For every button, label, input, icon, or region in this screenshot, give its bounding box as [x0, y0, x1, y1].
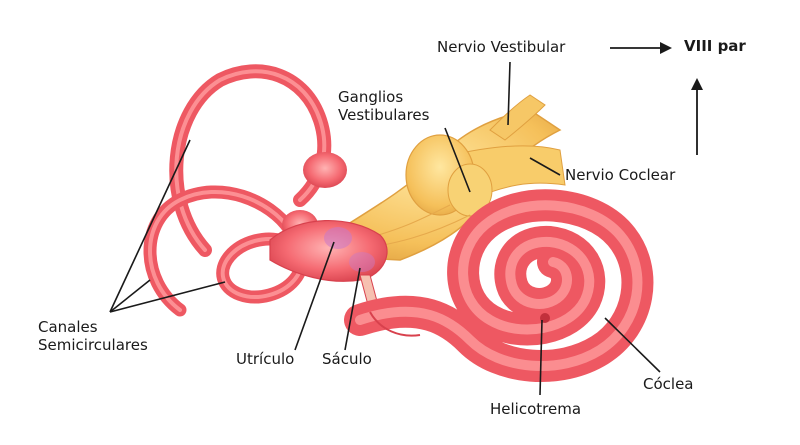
arrow-head-right-icon: [660, 42, 672, 54]
label-canales-line2: Semicirculares: [38, 336, 148, 354]
leader-ganglios: [444, 127, 471, 193]
leader-lines: [109, 61, 661, 396]
label-viii-par: VIII par: [684, 37, 746, 55]
vestibule: [269, 220, 388, 321]
label-saculo: Sáculo: [322, 350, 372, 368]
label-canales-line1: Canales: [38, 318, 98, 336]
leader-helicotrema: [539, 319, 543, 396]
leader-canales-3: [109, 281, 226, 313]
leader-nervio-vestibular: [507, 61, 511, 126]
arrows: [610, 42, 703, 155]
leader-canales-1: [109, 139, 191, 313]
label-coclea: Cóclea: [643, 375, 694, 393]
label-helicotrema: Helicotrema: [490, 400, 582, 418]
arrow-head-up-icon: [691, 78, 703, 90]
nerve-bundle: [297, 94, 566, 261]
label-ganglios-line2: Vestibulares: [338, 106, 430, 124]
label-nervio-coclear: Nervio Coclear: [565, 166, 676, 184]
leader-canales-2: [109, 279, 151, 313]
label-utriculo: Utrículo: [236, 350, 295, 368]
leader-saculo: [344, 267, 361, 351]
label-nervio-vestibular: Nervio Vestibular: [437, 38, 566, 56]
leader-coclea: [604, 317, 661, 373]
leader-utriculo: [294, 241, 335, 351]
leader-nervio-coclear: [529, 157, 561, 176]
label-ganglios-line1: Ganglios: [338, 88, 404, 106]
